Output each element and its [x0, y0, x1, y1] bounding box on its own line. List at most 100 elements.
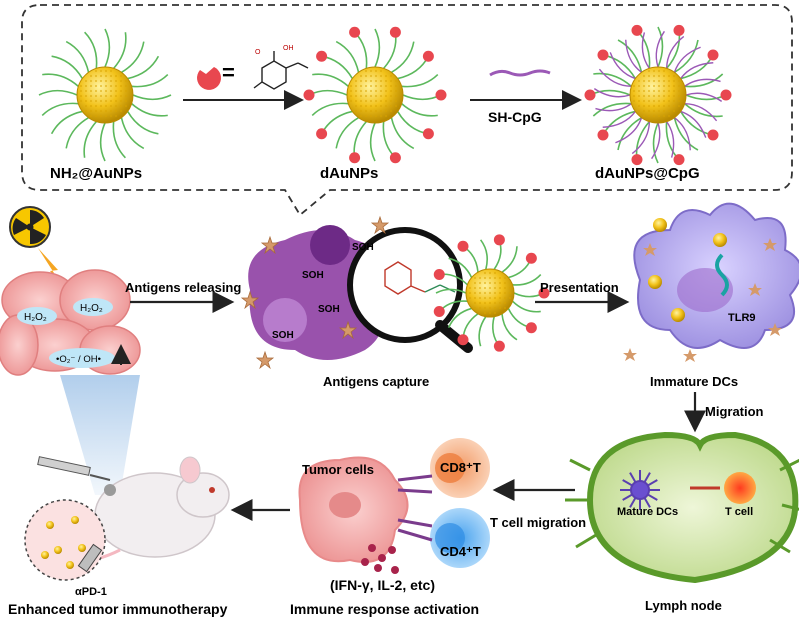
ligand-strand	[652, 122, 659, 164]
ligand-strand	[512, 273, 542, 286]
cytokine-dot	[378, 554, 386, 562]
cpg-strand	[641, 32, 650, 69]
ros-label: •O₂⁻ / OH•	[56, 354, 101, 365]
red-tag	[584, 89, 596, 101]
svg-text:O: O	[255, 49, 261, 56]
red-tag	[493, 340, 505, 352]
lightning-icon	[38, 248, 66, 290]
ligand-strand	[83, 121, 97, 158]
red-tag	[349, 26, 361, 38]
gold-core	[629, 66, 687, 124]
cd8-label: CD8⁺T	[440, 460, 481, 475]
dc-particle	[671, 308, 685, 322]
cpg-strand	[609, 52, 636, 80]
antigen-star	[768, 323, 782, 336]
ligand-strand	[335, 116, 359, 149]
t-cell-label: T cell	[725, 506, 753, 518]
red-tag	[457, 240, 469, 252]
cpg-strand	[595, 103, 632, 112]
red-tag	[720, 89, 732, 101]
cytokine-dot	[361, 558, 369, 566]
red-tag	[433, 305, 445, 317]
red-tag	[433, 269, 445, 281]
red-tag	[631, 154, 643, 166]
ligand-strand	[617, 39, 643, 73]
dc-particle	[653, 218, 667, 232]
np2-label: dAuNPs	[320, 165, 378, 182]
cpg-strand	[666, 121, 675, 158]
ligand-strand	[369, 122, 376, 162]
lymph-node	[565, 431, 799, 584]
antigen-star	[260, 235, 280, 255]
ligand-strand	[383, 32, 397, 69]
ligand-strand	[401, 74, 439, 88]
ligand-strand	[65, 40, 90, 73]
red-tag	[316, 50, 328, 62]
soh-label: SOH	[318, 304, 340, 315]
tumor-cell	[298, 456, 409, 563]
tumor-cells-label: Tumor cells	[302, 462, 374, 477]
cpg-strand	[665, 35, 685, 69]
ligand-strand	[335, 40, 360, 73]
cytokine-dot	[368, 544, 376, 552]
ligand-strand	[397, 55, 430, 80]
ligand-strand	[390, 117, 415, 150]
ligand-strand	[320, 110, 353, 135]
inset-particle	[41, 551, 49, 559]
red-tag	[525, 322, 537, 334]
antigens-releasing-label: Antigens releasing	[125, 280, 241, 295]
antigen-star	[255, 350, 275, 370]
red-tag	[389, 26, 401, 38]
np1-label: NH₂@AuNPs	[50, 165, 142, 182]
ligand-strand	[38, 89, 78, 96]
mouse-illustration	[49, 456, 230, 563]
magnifying-glass-icon	[347, 227, 473, 353]
cpg-strand	[615, 117, 643, 144]
tcr-receptors	[397, 474, 433, 542]
ligand-strand	[447, 307, 472, 329]
tlr9-label: TLR9	[728, 312, 756, 324]
ligand-strand	[51, 55, 84, 79]
ligand-strand	[50, 110, 83, 135]
zoom-inset-circle	[24, 499, 106, 581]
ligand-strand	[391, 41, 415, 74]
antigen-star	[643, 243, 657, 256]
red-tag	[493, 234, 505, 246]
ligand-strand	[374, 28, 381, 68]
dc-particle	[648, 275, 662, 289]
cd4-label: CD4⁺T	[440, 544, 481, 559]
dc-particle	[713, 233, 727, 247]
red-tag	[457, 334, 469, 346]
np3-label: dAuNPs@CpG	[595, 165, 700, 182]
ligand-strand	[126, 111, 159, 135]
apd1-label: αPD-1	[75, 586, 107, 598]
soh-label: SOH	[352, 242, 374, 253]
ligand-strand	[131, 74, 169, 88]
cpg-strand-icon	[489, 69, 551, 77]
ligand-strand	[131, 103, 168, 117]
red-tag	[316, 128, 328, 140]
ligand-strand	[589, 89, 631, 96]
ligand-strand	[401, 103, 438, 117]
synthesis-dashed-box	[21, 4, 793, 217]
ligand-strand	[593, 72, 632, 87]
red-tag	[422, 128, 434, 140]
antigen-star	[683, 349, 697, 362]
ligand-strand	[635, 121, 650, 160]
ligand-strand	[353, 121, 367, 158]
cpg-strand	[631, 121, 651, 155]
ligand-strand	[308, 89, 348, 96]
ligand-strand	[448, 257, 473, 278]
ligand-strand	[501, 246, 518, 273]
inset-particles	[41, 516, 86, 569]
ligand-strand	[657, 26, 664, 68]
cpg-strand	[625, 39, 642, 73]
immature-dcs-label: Immature DCs	[650, 374, 738, 389]
syringe-icon	[37, 456, 111, 481]
ligand-strand	[435, 288, 467, 294]
inset-particle	[54, 546, 62, 554]
cytokine-dot	[391, 566, 399, 574]
ligand-strand	[511, 300, 541, 313]
ligand-strand	[617, 116, 642, 151]
